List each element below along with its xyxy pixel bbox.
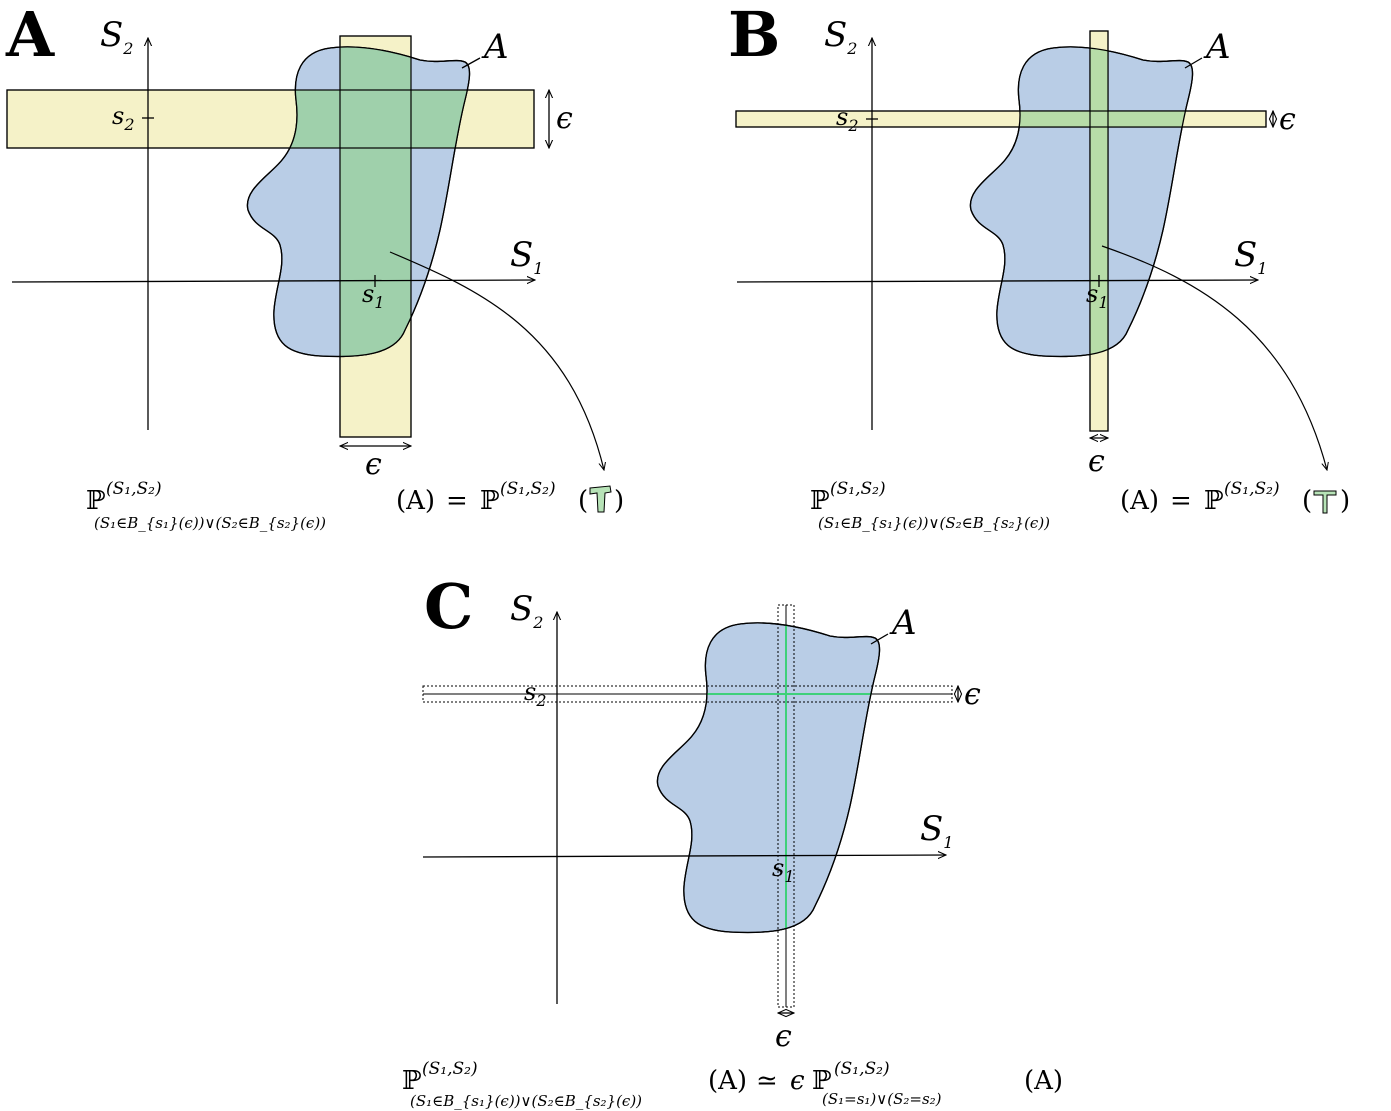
svg-text:=: = bbox=[1170, 486, 1192, 516]
svg-text:): ) bbox=[1340, 486, 1350, 516]
panel-b: B S2 S1 s1 s2 A ϵ ϵ ℙ (S₁,S₂) (S₁∈B_{s₁}… bbox=[728, 0, 1350, 532]
panel-b-cross-glyph-icon bbox=[1313, 490, 1337, 514]
panel-a-tick-s1: s1 bbox=[362, 280, 385, 312]
panel-a-x-axis-label: S1 bbox=[510, 235, 543, 278]
svg-text:ϵ: ϵ bbox=[790, 1066, 805, 1096]
svg-text:(A): (A) bbox=[1024, 1066, 1063, 1096]
svg-text:ℙ: ℙ bbox=[1204, 486, 1224, 516]
panel-b-epsilon-width: ϵ bbox=[1088, 444, 1105, 479]
svg-text:ℙ: ℙ bbox=[812, 1066, 832, 1096]
svg-text:(S₁∈B_{s₁}(ϵ))∨(S₂∈B_{s₂}(ϵ)): (S₁∈B_{s₁}(ϵ))∨(S₂∈B_{s₂}(ϵ)) bbox=[410, 1092, 642, 1110]
svg-text:(: ( bbox=[1302, 486, 1312, 516]
svg-text:(A): (A) bbox=[1120, 486, 1159, 516]
panel-c-tick-s2: s2 bbox=[524, 678, 547, 710]
panel-c-tick-s1: s1 bbox=[772, 854, 795, 886]
svg-text:≃: ≃ bbox=[756, 1066, 778, 1096]
panel-a-x-axis bbox=[11, 280, 535, 282]
panel-b-x-axis-label: S1 bbox=[1234, 235, 1267, 278]
panel-b-y-axis-label: S2 bbox=[824, 15, 857, 58]
svg-text:(S₁=s₁)∨(S₂=s₂): (S₁=s₁)∨(S₂=s₂) bbox=[822, 1090, 942, 1108]
panel-c: C S2 S1 s1 s2 A ϵ ϵ ℙ (S₁,S₂) (S₁∈B_{s₁}… bbox=[402, 570, 1063, 1110]
panel-a-letter: A bbox=[5, 0, 55, 71]
svg-text:(S₁,S₂): (S₁,S₂) bbox=[500, 479, 556, 499]
svg-text:(S₁,S₂): (S₁,S₂) bbox=[106, 479, 162, 499]
panel-b-x-axis bbox=[736, 280, 1258, 282]
panel-b-tick-s1: s1 bbox=[1086, 280, 1109, 312]
panel-c-set-label: A bbox=[889, 603, 917, 643]
panel-a-formula: ℙ (S₁,S₂) (S₁∈B_{s₁}(ϵ))∨(S₂∈B_{s₂}(ϵ)) … bbox=[86, 479, 624, 532]
svg-text:=: = bbox=[446, 486, 468, 516]
svg-text:ℙ: ℙ bbox=[480, 486, 500, 516]
panel-c-epsilon-height: ϵ bbox=[964, 677, 981, 712]
panel-a-pointer-curve bbox=[389, 251, 604, 470]
panel-a-cross-glyph-icon bbox=[589, 485, 612, 513]
panel-b-formula: ℙ (S₁,S₂) (S₁∈B_{s₁}(ϵ))∨(S₂∈B_{s₂}(ϵ)) … bbox=[810, 479, 1350, 532]
svg-text:(S₁∈B_{s₁}(ϵ))∨(S₂∈B_{s₂}(ϵ)): (S₁∈B_{s₁}(ϵ))∨(S₂∈B_{s₂}(ϵ)) bbox=[818, 514, 1050, 532]
panel-b-epsilon-height: ϵ bbox=[1279, 102, 1296, 137]
svg-text:(A): (A) bbox=[708, 1066, 747, 1096]
panel-b-set-label: A bbox=[1203, 27, 1231, 67]
panel-c-region bbox=[656, 622, 881, 934]
panel-b-overlap bbox=[970, 46, 1193, 357]
svg-text:(: ( bbox=[578, 486, 588, 516]
panel-a-tick-s2: s2 bbox=[112, 102, 135, 134]
svg-text:(A): (A) bbox=[396, 486, 435, 516]
svg-text:ℙ: ℙ bbox=[402, 1066, 422, 1096]
panel-c-y-axis-label: S2 bbox=[510, 589, 543, 632]
panel-a-epsilon-width: ϵ bbox=[365, 447, 382, 482]
svg-text:(S₁,S₂): (S₁,S₂) bbox=[422, 1059, 478, 1079]
panel-a-y-axis-label: S2 bbox=[100, 15, 133, 58]
panel-a-epsilon-height: ϵ bbox=[556, 101, 573, 136]
panel-b-region bbox=[969, 46, 1194, 358]
panel-b-horizontal-band bbox=[735, 110, 1267, 128]
panel-b-letter: B bbox=[728, 0, 780, 71]
panel-a-overlap bbox=[247, 46, 470, 357]
panel-b-pointer-curve bbox=[1101, 245, 1327, 470]
panel-b-tick-s2: s2 bbox=[836, 103, 859, 135]
svg-text:): ) bbox=[614, 486, 624, 516]
svg-text:(S₁,S₂): (S₁,S₂) bbox=[834, 1059, 890, 1079]
panel-c-letter: C bbox=[424, 570, 473, 643]
svg-text:(S₁,S₂): (S₁,S₂) bbox=[830, 479, 886, 499]
panel-a-set-label: A bbox=[481, 27, 509, 67]
panel-c-epsilon-width: ϵ bbox=[775, 1019, 792, 1054]
svg-text:ℙ: ℙ bbox=[810, 486, 830, 516]
panel-c-formula: ℙ (S₁,S₂) (S₁∈B_{s₁}(ϵ))∨(S₂∈B_{s₂}(ϵ)) … bbox=[402, 1059, 1063, 1110]
panel-c-x-axis-label: S1 bbox=[920, 809, 953, 852]
svg-text:(S₁∈B_{s₁}(ϵ))∨(S₂∈B_{s₂}(ϵ)): (S₁∈B_{s₁}(ϵ))∨(S₂∈B_{s₂}(ϵ)) bbox=[94, 514, 326, 532]
svg-text:(S₁,S₂): (S₁,S₂) bbox=[1224, 479, 1280, 499]
svg-text:ℙ: ℙ bbox=[86, 486, 106, 516]
panel-c-x-axis bbox=[422, 855, 946, 857]
panel-a: A S2 S1 s1 s2 A ϵ ϵ bbox=[5, 0, 624, 532]
